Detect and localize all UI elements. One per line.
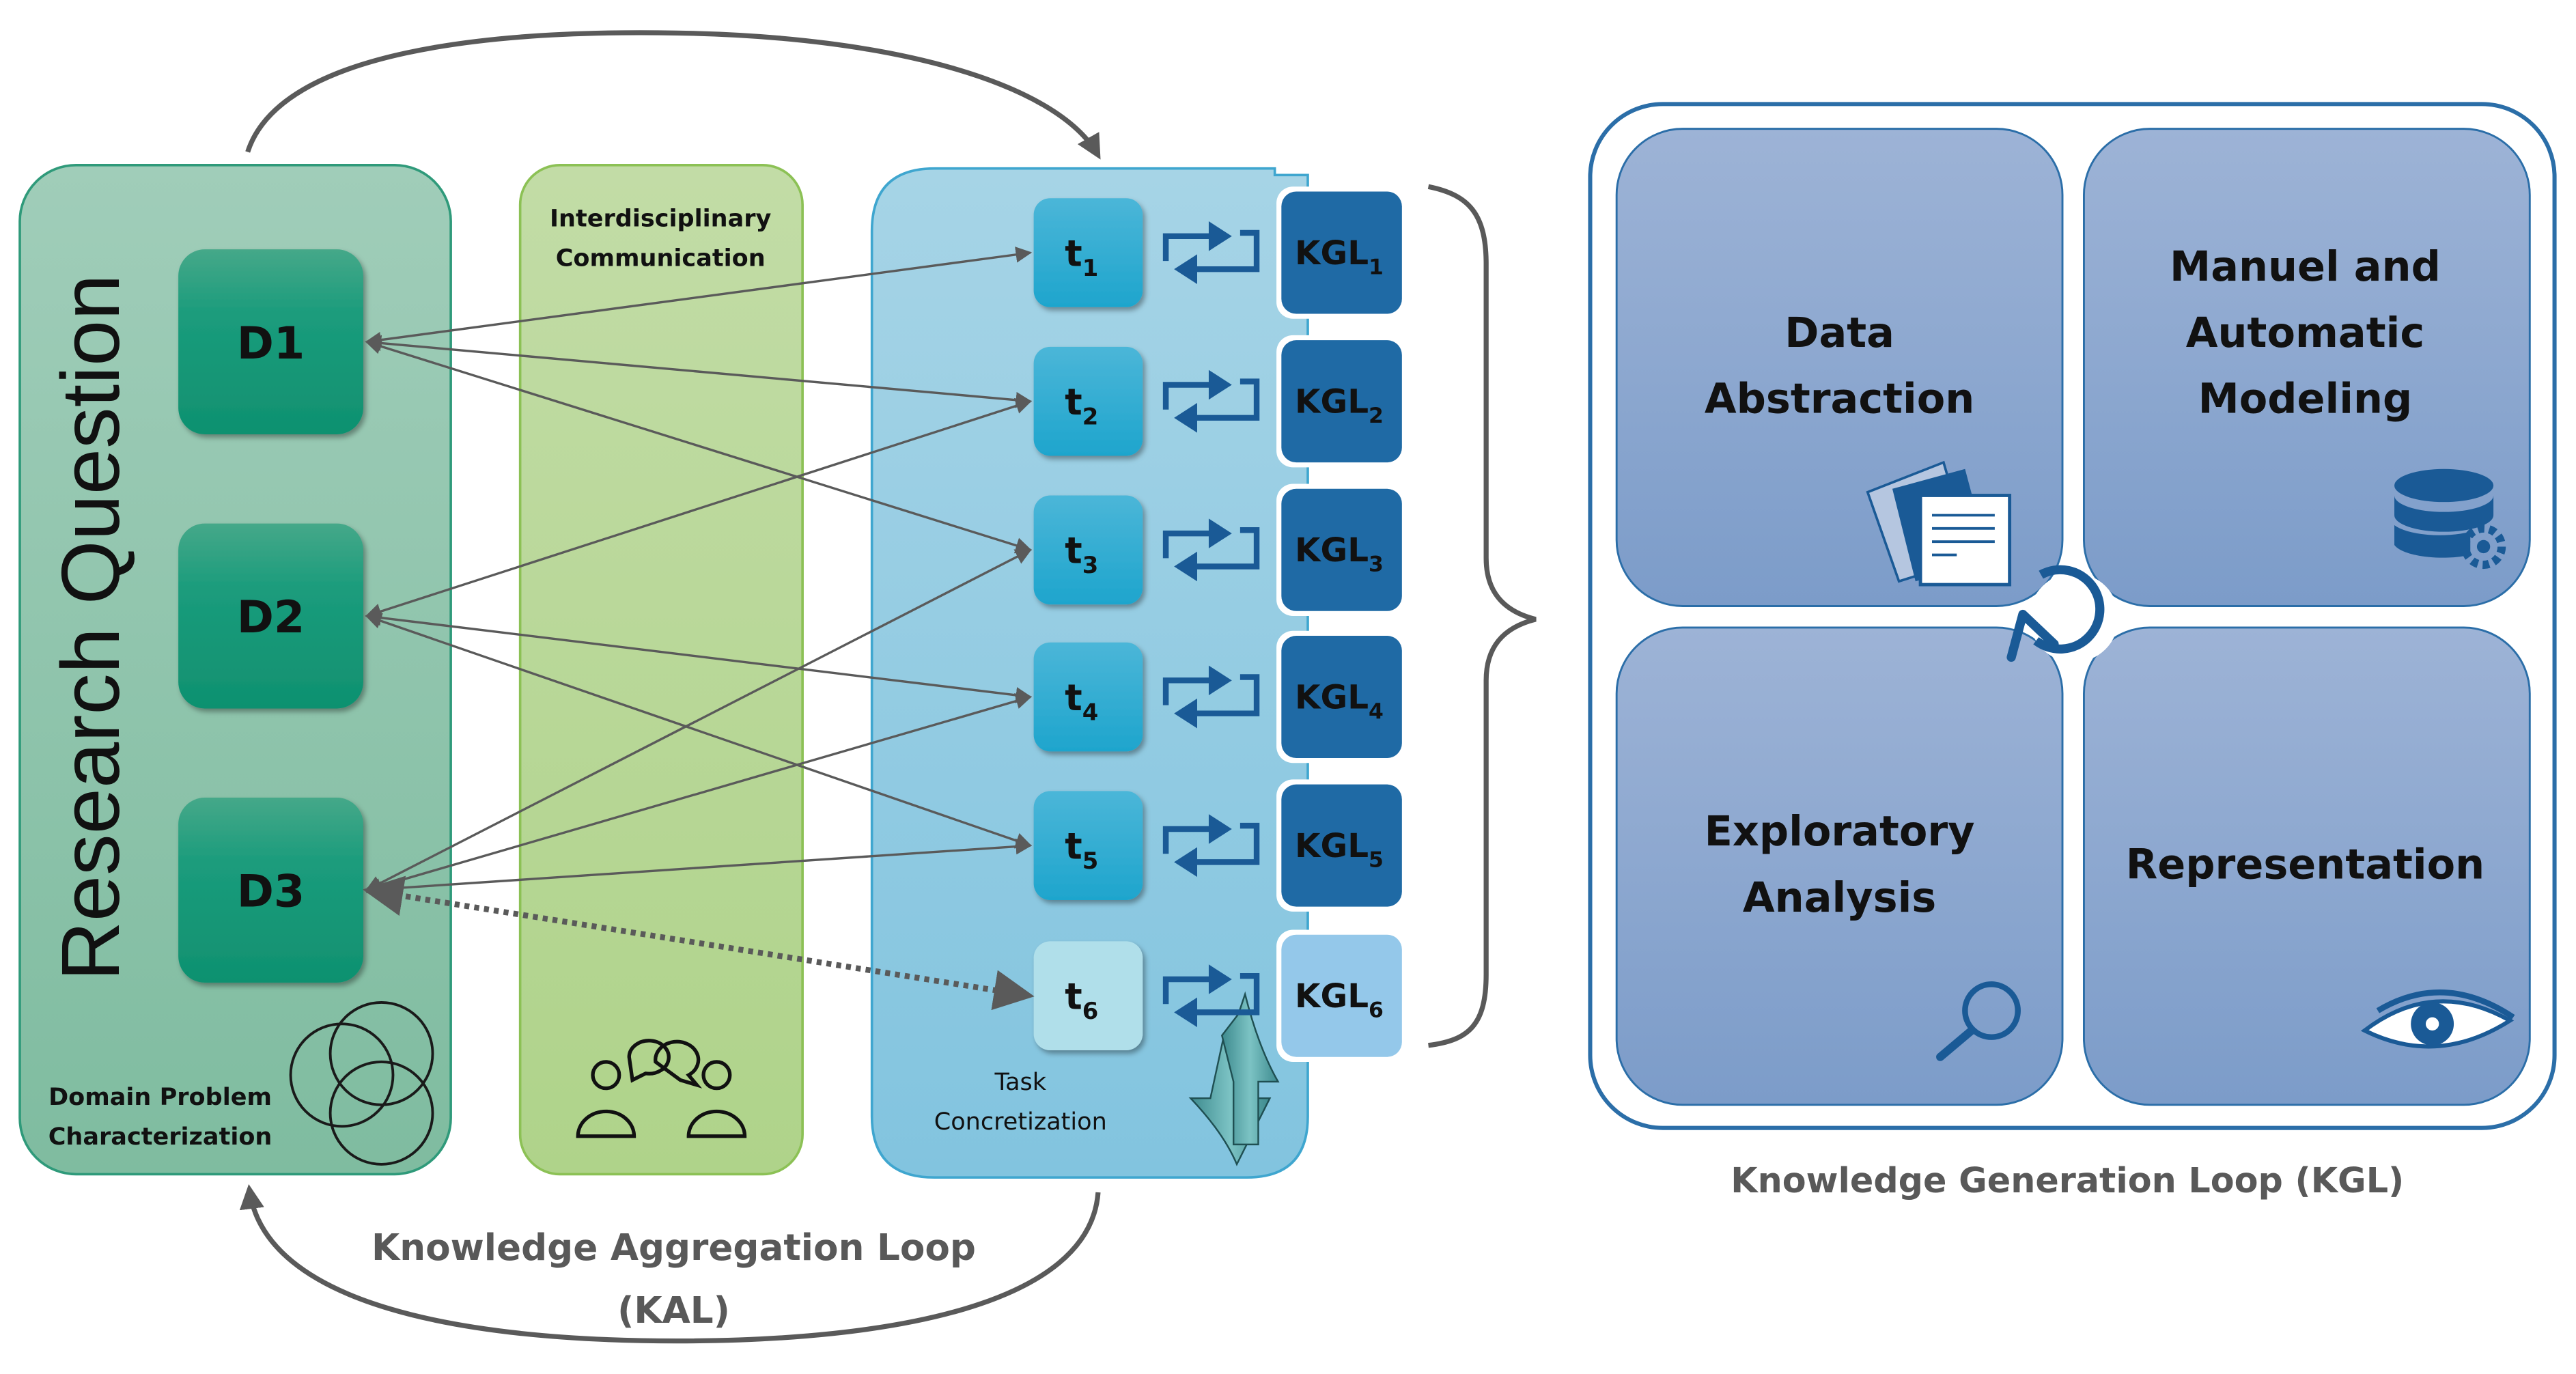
refresh-loop-icon: [1162, 964, 1260, 1028]
kal-label-line2: (KAL): [617, 1289, 730, 1332]
kgl-node-5[interactable]: KGL5: [1276, 779, 1405, 912]
people-talking-icon: [576, 1039, 747, 1138]
domain-caption-line2: Characterization: [48, 1123, 272, 1151]
quadrant-title-line: Data: [1784, 309, 1894, 357]
task-node-label: t6: [1065, 976, 1098, 1025]
task-node-label: t3: [1065, 530, 1098, 579]
eye-icon: [2360, 989, 2515, 1049]
kgl-node-3[interactable]: KGL3: [1276, 483, 1405, 617]
task-node-t6[interactable]: t6: [1033, 941, 1143, 1051]
task-node-t1[interactable]: t1: [1033, 198, 1143, 307]
refresh-loop-icon: [1162, 369, 1260, 433]
curly-brace: [1427, 184, 1537, 1048]
domain-node-label: D3: [237, 866, 305, 918]
communication-caption-line1: Interdisciplinary: [550, 204, 772, 232]
kgl-node-1[interactable]: KGL1: [1276, 186, 1405, 319]
task-node-label: t1: [1065, 232, 1098, 281]
kgl-quadrant-representation[interactable]: Representation: [2083, 626, 2531, 1106]
quadrant-title-line: Exploratory: [1705, 808, 1975, 856]
task-node-t4[interactable]: t4: [1033, 642, 1143, 752]
communication-caption-line2: Communication: [556, 244, 766, 272]
domain-node-d2[interactable]: D2: [178, 523, 363, 709]
task-node-label: t4: [1065, 677, 1098, 726]
domain-caption-line1: Domain Problem: [48, 1083, 272, 1111]
domain-node-d1[interactable]: D1: [178, 249, 363, 435]
task-node-t5[interactable]: t5: [1033, 791, 1143, 900]
kgl-node-label: KGL5: [1295, 827, 1384, 873]
quadrant-title-line: Automatic: [2186, 309, 2424, 357]
kgl-node-label: KGL6: [1295, 977, 1384, 1023]
task-row: t3 KGL3: [1033, 483, 1405, 617]
task-node-t2[interactable]: t2: [1033, 346, 1143, 456]
domain-task-links: [362, 247, 1035, 1011]
task-row: t5 KGL5: [1033, 779, 1405, 912]
cycle-icon: [2006, 565, 2119, 662]
quadrant-title-line: Analysis: [1743, 874, 1936, 922]
kgl-node-label: KGL1: [1295, 234, 1384, 280]
database-gear-icon: [2394, 468, 2506, 570]
task-node-t3[interactable]: t3: [1033, 495, 1143, 605]
kgl-node-2[interactable]: KGL2: [1276, 335, 1405, 468]
task-node-label: t5: [1065, 825, 1098, 874]
domain-node-label: D2: [237, 591, 305, 643]
quadrant-title-line: Abstraction: [1705, 376, 1974, 423]
refresh-loop-icon: [1162, 221, 1260, 284]
quadrant-title-line: Manuel and: [2170, 243, 2441, 291]
documents-icon: [1866, 460, 2012, 587]
domain-node-d3[interactable]: D3: [178, 798, 363, 983]
refresh-loop-icon: [1162, 814, 1260, 878]
kgl-label: Knowledge Generation Loop (KGL): [1731, 1160, 2404, 1201]
task-caption-line2: Concretization: [934, 1108, 1107, 1136]
link-d3-t6: [362, 875, 1035, 1011]
task-panel: Task Concretization t1 KGL1 t2 KGL2 t3 KGL3 t4…: [870, 167, 1405, 1179]
kgl-node-label: KGL3: [1295, 531, 1384, 577]
refresh-loop-icon: [1162, 518, 1260, 582]
kal-top-arc: [245, 30, 1101, 160]
task-row: t4 KGL4: [1033, 630, 1405, 763]
kgl-node-4[interactable]: KGL4: [1276, 630, 1405, 763]
up-down-arrows-icon: [1188, 991, 1280, 1166]
task-row: t1 KGL1: [1033, 186, 1405, 319]
research-question-title: Research Question: [44, 274, 137, 981]
kal-bottom-arc: [239, 1183, 1101, 1344]
kal-label-line1: Knowledge Aggregation Loop: [372, 1226, 976, 1269]
task-caption-line1: Task: [994, 1068, 1046, 1096]
domain-node-label: D1: [237, 318, 305, 369]
task-row: t2 KGL2: [1033, 335, 1405, 468]
quadrant-title-line: Modeling: [2198, 376, 2413, 423]
task-node-label: t2: [1065, 381, 1098, 430]
kgl-node-label: KGL4: [1295, 678, 1384, 724]
refresh-loop-icon: [1162, 665, 1260, 729]
quadrant-title-line: Representation: [2126, 841, 2484, 889]
kgl-node-6[interactable]: KGL6: [1276, 929, 1405, 1062]
link-d1-t1: [365, 247, 1033, 348]
magnifier-icon: [1936, 981, 2021, 1061]
task-row: t6 KGL6: [1033, 929, 1405, 1062]
kgl-node-label: KGL2: [1295, 383, 1384, 429]
